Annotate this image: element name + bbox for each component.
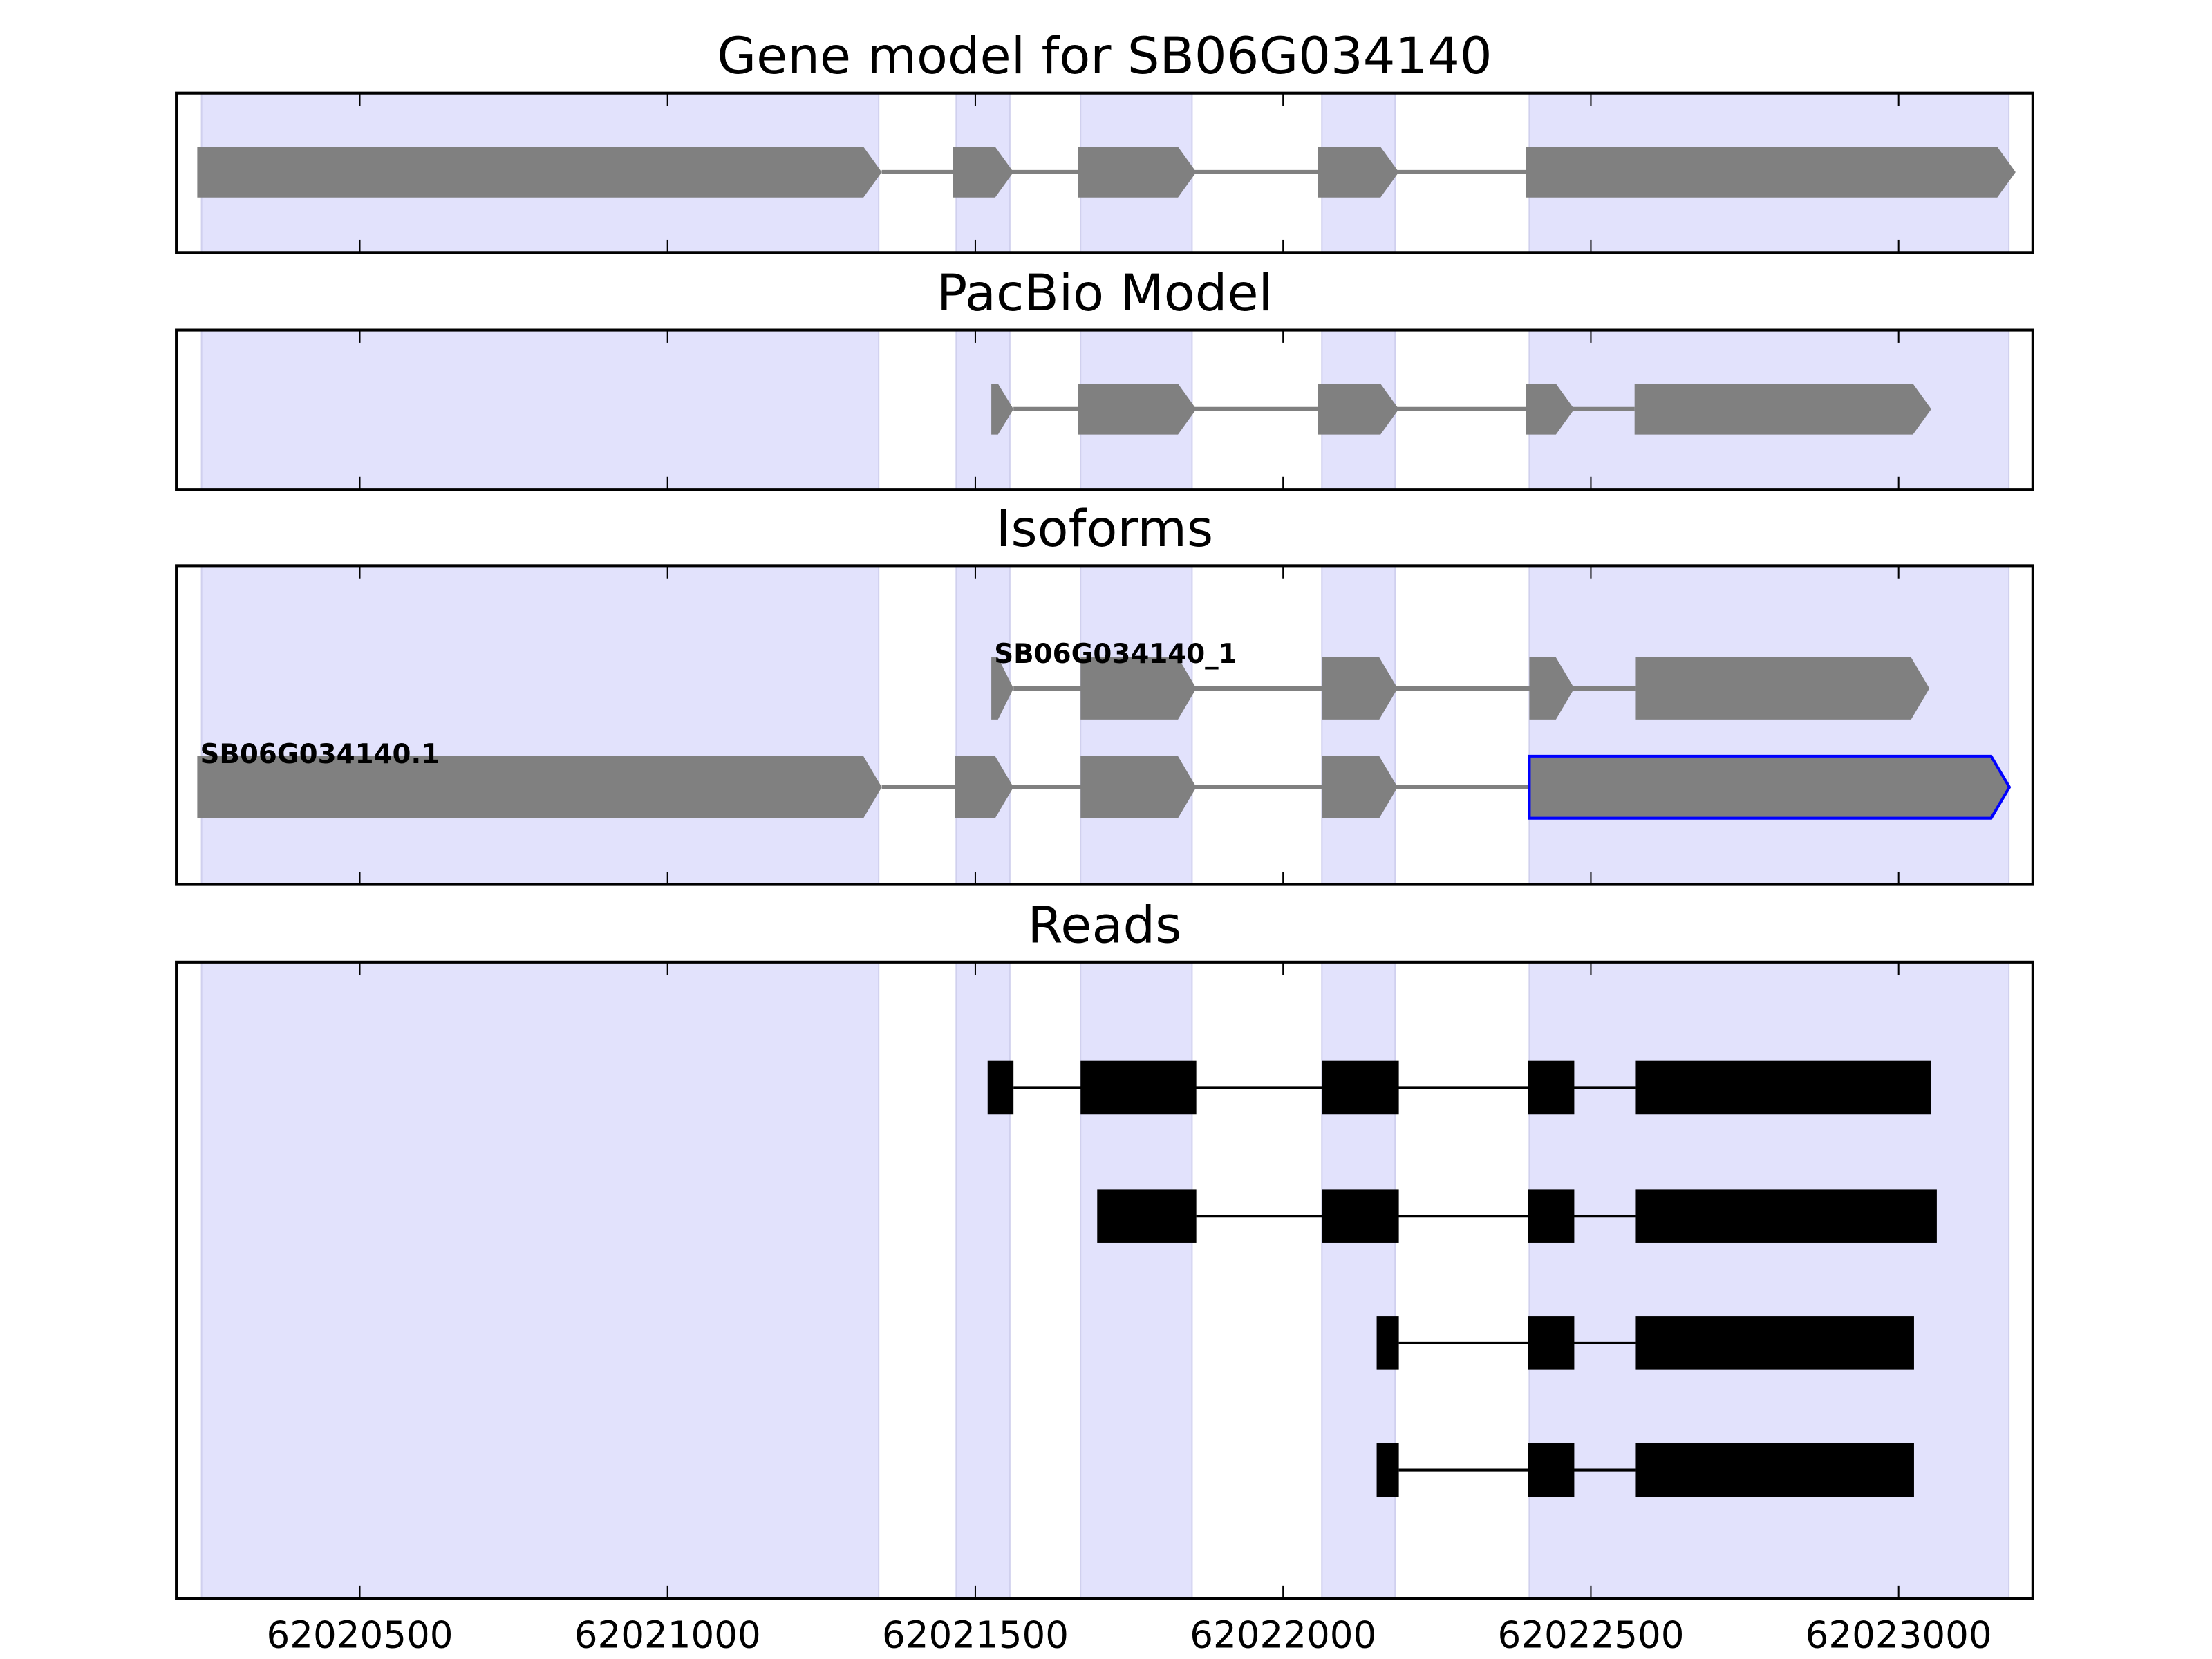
track: SB06G034140_1: [991, 639, 1930, 720]
track: [1097, 1189, 1937, 1243]
exon: [197, 756, 882, 818]
exon: [1528, 754, 2012, 820]
axes-frame: [175, 328, 2034, 491]
panel-1: PacBio Model: [175, 264, 2034, 491]
track: [991, 384, 1931, 435]
exon: [1322, 657, 1398, 720]
x-tick-label: 62021000: [574, 1614, 761, 1657]
exon: [1635, 1316, 1914, 1370]
track: [987, 1060, 1931, 1115]
exon: [1318, 147, 1399, 198]
exon: [1635, 1060, 1931, 1115]
x-tick-label: 62021500: [882, 1614, 1069, 1657]
exon: [1322, 1189, 1399, 1243]
axes-frame: [175, 960, 2034, 1600]
exon: [1322, 1060, 1399, 1115]
exon: [1635, 1443, 1914, 1497]
exon: [1376, 1316, 1399, 1370]
exon: [1080, 657, 1197, 720]
exon: [1078, 384, 1197, 435]
shaded-region: [955, 961, 1011, 1600]
shaded-region: [200, 565, 880, 885]
exon: [1376, 1443, 1399, 1497]
exon: [991, 657, 1014, 720]
panel-0: Gene model for SB06G034140: [175, 27, 2034, 254]
exon: [1528, 1316, 1575, 1370]
exon: [1634, 384, 1931, 435]
exon: [1318, 384, 1399, 435]
exon: [1635, 1189, 1937, 1243]
exon: [1097, 1189, 1197, 1243]
shaded-region: [1321, 565, 1396, 885]
track: SB06G034140.1: [197, 739, 2012, 820]
x-tick-label: 62023000: [1806, 1614, 1992, 1657]
exon: [1322, 756, 1398, 818]
exon: [1078, 147, 1197, 198]
shaded-region: [1080, 565, 1193, 885]
exon: [955, 756, 1014, 818]
track: [1376, 1443, 1914, 1497]
exon: [1080, 1060, 1197, 1115]
x-tick-label: 62022500: [1497, 1614, 1684, 1657]
exon: [1526, 384, 1575, 435]
exon: [987, 1060, 1014, 1115]
panel-title: Isoforms: [996, 500, 1213, 559]
exon: [953, 147, 1014, 198]
exon: [1529, 657, 1575, 720]
isoform-label: SB06G034140.1: [200, 739, 440, 770]
x-tick-label: 62020500: [266, 1614, 453, 1657]
track: [1376, 1316, 1914, 1370]
shaded-region: [200, 329, 880, 491]
panel-title: Gene model for SB06G034140: [717, 27, 1492, 86]
shaded-region: [1321, 961, 1396, 1600]
panel-title: Reads: [1028, 896, 1182, 955]
exon: [1526, 147, 2016, 198]
exon: [1528, 1189, 1575, 1243]
exon: [1635, 657, 1930, 720]
shaded-region: [1080, 961, 1193, 1600]
shaded-region: [1528, 565, 2010, 885]
exon: [1528, 1443, 1575, 1497]
axes-frame: [175, 91, 2034, 254]
shaded-region: [1528, 961, 2010, 1600]
shaded-region: [200, 961, 880, 1600]
exon: [197, 147, 882, 198]
exon: [1080, 756, 1197, 818]
panel-title: PacBio Model: [937, 264, 1273, 323]
exon: [991, 384, 1014, 435]
axes-frame: [175, 564, 2034, 886]
panel-3: Reads 62020500 62021000 62021500 62022000 620…: [175, 896, 2034, 1657]
shaded-region: [955, 565, 1011, 885]
track: [197, 147, 2016, 198]
x-tick-label: 62022000: [1190, 1614, 1376, 1657]
isoform-label: SB06G034140_1: [994, 639, 1237, 670]
exon: [1528, 1060, 1575, 1115]
